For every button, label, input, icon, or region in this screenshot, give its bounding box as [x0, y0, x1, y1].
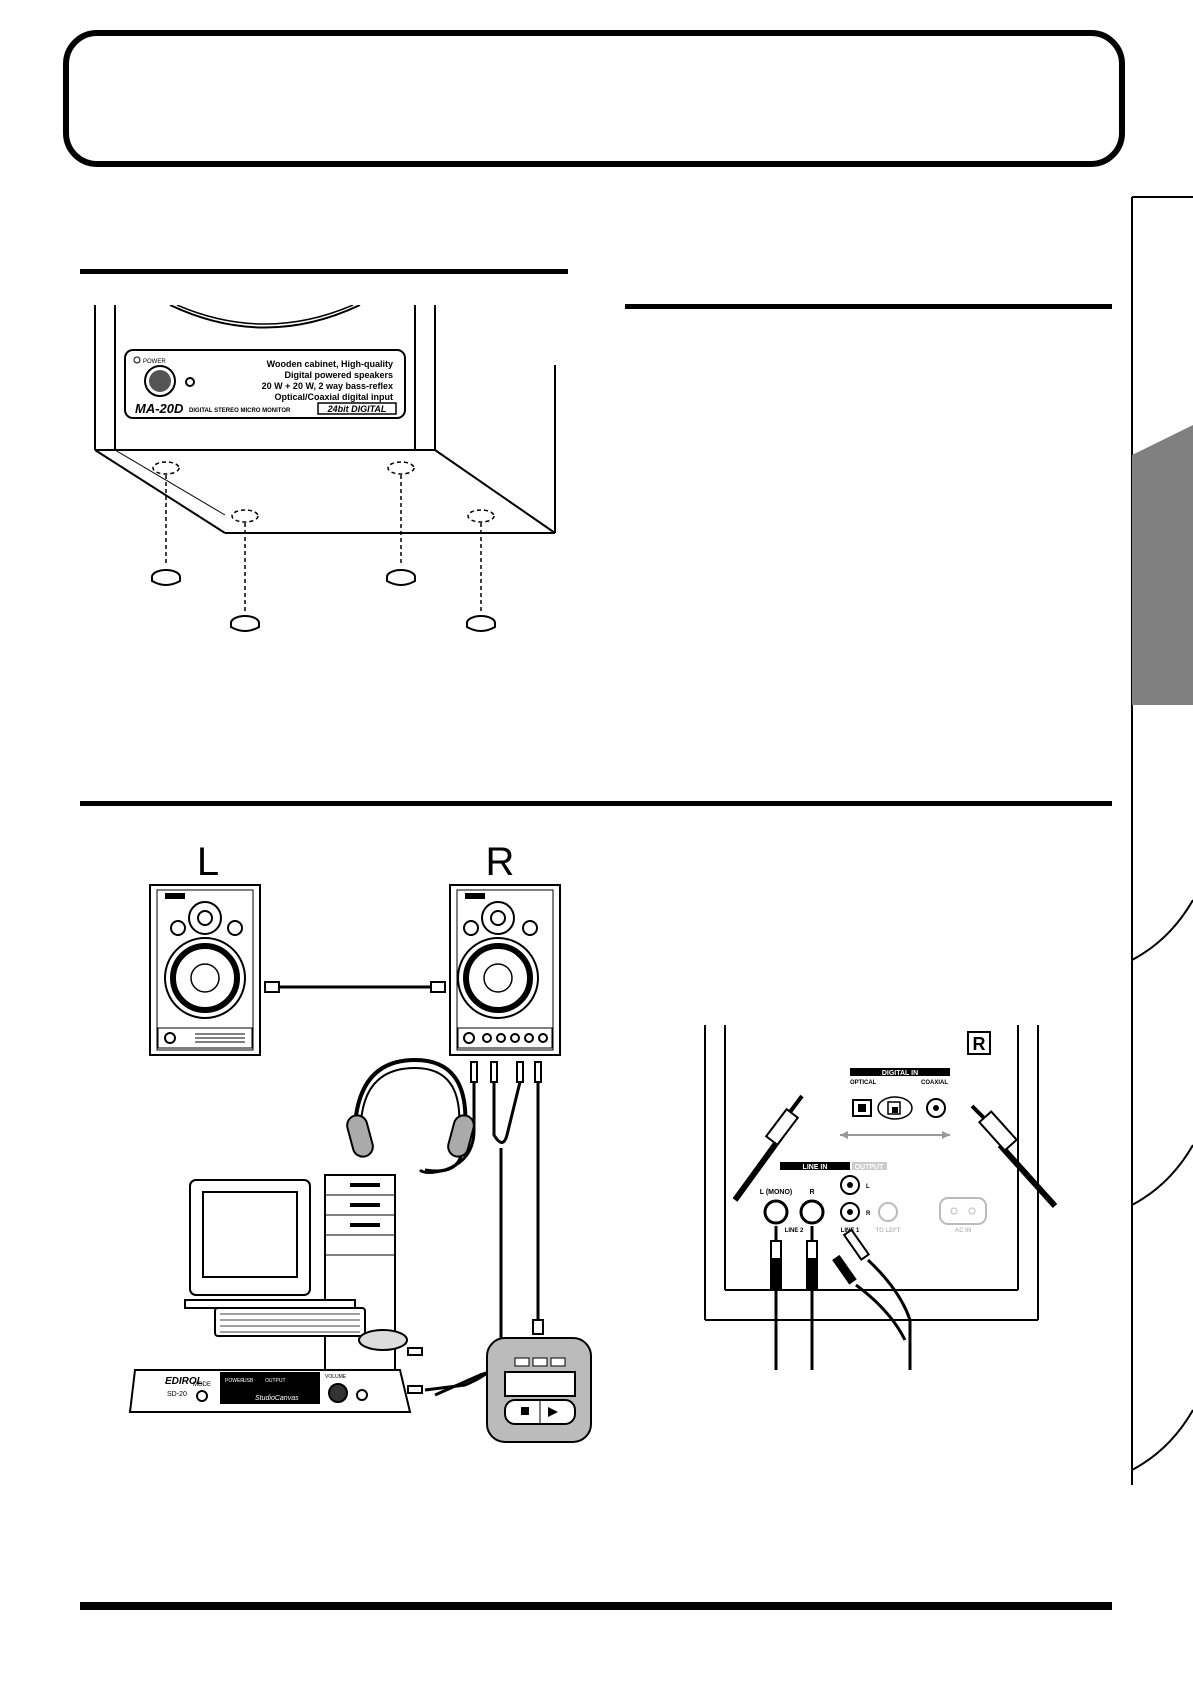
sd20-brand: EDIROL	[165, 1376, 203, 1387]
optical-plug	[732, 1094, 804, 1202]
section-rule-connections	[80, 801, 1112, 806]
right-speaker	[449, 884, 561, 1056]
rear-panel-figure: R DIGITAL IN OPTICAL COAXIAL LINE IN OUT…	[704, 1025, 1058, 1370]
coaxial-plug	[970, 1104, 1058, 1209]
sd20-device: EDIROL SD-20 MODE POWER USB OUTPUT Studi…	[128, 1369, 412, 1413]
rear-panel-badge: R	[973, 1034, 986, 1054]
digital-in-label: DIGITAL IN	[882, 1070, 918, 1077]
spec-line-1: Wooden cabinet, High-quality	[267, 359, 393, 369]
line2-l-jack	[763, 1199, 789, 1225]
sd20-usb-label: USB	[243, 1378, 254, 1384]
line2-r-jack	[799, 1199, 825, 1225]
coaxial-label: COAXIAL	[921, 1080, 948, 1086]
power-label: POWER	[143, 359, 166, 365]
l-mono-label: L (MONO)	[760, 1189, 793, 1196]
computer	[184, 1174, 408, 1371]
spec-line-3: 20 W + 20 W, 2 way bass-reflex	[262, 381, 393, 391]
power-led	[185, 377, 195, 387]
headphones	[346, 1057, 475, 1173]
rca-plugs	[832, 1228, 912, 1370]
right-speaker-label: R	[486, 840, 515, 884]
sd20-model: SD-20	[167, 1391, 187, 1398]
sd20-mode-label: MODE	[193, 1382, 211, 1388]
ac-in-label: AC IN	[955, 1228, 971, 1234]
sd20-power-label: POWER	[225, 1378, 244, 1384]
line1-r-label: R	[866, 1211, 871, 1217]
rubber-feet-figure: POWER Wooden cabinet, High-quality Digit…	[94, 305, 556, 632]
foot-position	[152, 461, 180, 475]
thumb-tab-active	[1132, 425, 1193, 705]
r-label: R	[809, 1189, 814, 1196]
model-subtitle: DIGITAL STEREO MICRO MONITOR	[189, 408, 291, 414]
to-left-label: TO LEFT	[876, 1228, 901, 1234]
to-left-jack	[878, 1202, 898, 1222]
line2-label: LINE 2	[785, 1228, 804, 1234]
output-label: OUTPUT	[855, 1164, 885, 1171]
foot-position	[231, 509, 259, 523]
foot-position	[387, 461, 415, 475]
optical-label: OPTICAL	[850, 1080, 877, 1086]
title-box	[63, 30, 1125, 167]
sd20-output-label: OUTPUT	[265, 1378, 286, 1384]
section-rule-feet	[80, 269, 568, 274]
left-speaker	[149, 884, 261, 1056]
line1-l-label: L	[866, 1184, 870, 1190]
ac-in-socket	[939, 1197, 987, 1225]
left-speaker-label: L	[197, 840, 219, 884]
model-name: MA-20D	[135, 401, 184, 416]
portable-player	[486, 1337, 592, 1443]
foot-position	[467, 509, 495, 523]
line-in-label: LINE IN	[803, 1164, 828, 1171]
front-panel	[124, 349, 406, 419]
spec-line-2: Digital powered speakers	[284, 370, 393, 380]
thumb-index-tabs	[1131, 196, 1193, 1485]
sd20-volume-label: VOLUME	[325, 1374, 347, 1380]
connection-diagram: L R	[128, 840, 592, 1443]
section-rule-right	[625, 304, 1112, 309]
phone-plugs	[770, 1226, 818, 1370]
spec-line-4: Optical/Coaxial digital input	[274, 392, 393, 402]
sd20-canvas-label: StudioCanvas	[255, 1395, 299, 1402]
footer-rule	[80, 1602, 1112, 1610]
digital-badge: 24bit DIGITAL	[327, 404, 387, 414]
